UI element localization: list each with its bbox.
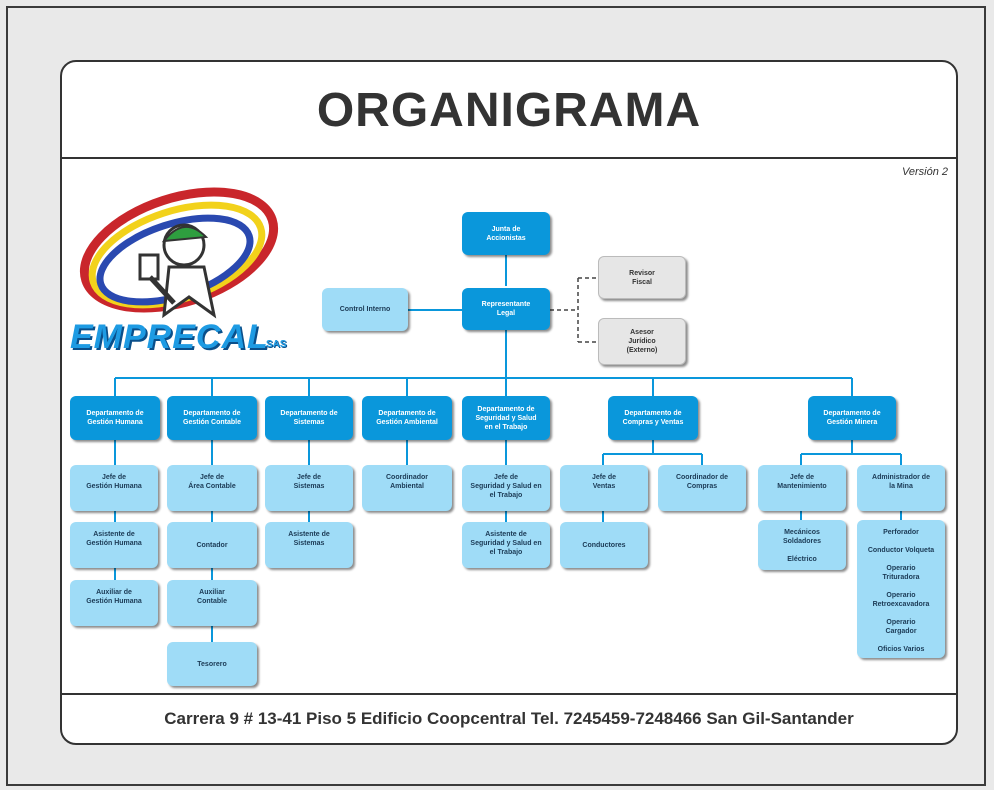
node-oficios-varios: Oficios Varios <box>877 646 925 653</box>
node-dep-sistemas: Departamento de Sistemas <box>265 396 353 440</box>
emprecal-logo-icon <box>79 187 279 319</box>
node-mantenimiento-staff: Mecánicos Soldadores Eléctrico <box>758 520 846 570</box>
node-auxiliar-gestion-humana: Auxiliar de Gestión Humana <box>70 580 158 626</box>
node-jefe-ventas: Jefe de Ventas <box>560 465 648 511</box>
node-jefe-gestion-humana: Jefe de Gestión Humana <box>70 465 158 511</box>
node-perforador: Perforador <box>883 529 919 536</box>
node-asistente-sistemas: Asistente de Sistemas <box>265 522 353 568</box>
node-conductor-volqueta: Conductor Volqueta <box>867 547 935 554</box>
node-dep-gestion-humana: Departamento de Gestión Humana <box>70 396 160 440</box>
node-operario-retroexcavadora: Operario Retroexcavadora <box>872 592 930 608</box>
page-title: ORGANIGRAMA <box>62 62 956 159</box>
node-mina-staff: Perforador Conductor Volqueta Operario T… <box>857 520 945 658</box>
node-control-interno: Control Interno <box>322 288 408 331</box>
node-jefe-seguridad: Jefe de Seguridad y Salud en el Trabajo <box>462 465 550 511</box>
node-mecanicos-soldadores: Mecánicos Soldadores <box>782 529 822 545</box>
node-asistente-gestion-humana: Asistente de Gestión Humana <box>70 522 158 568</box>
node-dep-gestion-ambiental: Departamento de Gestión Ambiental <box>362 396 452 440</box>
node-auxiliar-contable: Auxiliar Contable <box>167 580 257 626</box>
node-junta: Junta de Accionistas <box>462 212 550 255</box>
footer-address: Carrera 9 # 13-41 Piso 5 Edificio Coopce… <box>62 693 956 743</box>
node-dep-compras-ventas: Departamento de Compras y Ventas <box>608 396 698 440</box>
node-jefe-area-contable: Jefe de Área Contable <box>167 465 257 511</box>
company-suffix: SAS <box>266 339 287 350</box>
node-dep-gestion-contable: Departamento de Gestión Contable <box>167 396 257 440</box>
node-operario-trituradora: Operario Trituradora <box>882 565 920 581</box>
node-tesorero: Tesorero <box>167 642 257 686</box>
node-jefe-mantenimiento: Jefe de Mantenimiento <box>758 465 846 511</box>
node-administrador-mina: Administrador de la Mina <box>857 465 945 511</box>
company-name: EMPRECAL <box>70 318 269 356</box>
node-dep-gestion-minera: Departamento de Gestión Minera <box>808 396 896 440</box>
version-label: Versión 2 <box>901 166 948 178</box>
node-dep-seguridad: Departamento de Seguridad y Salud en el … <box>462 396 550 440</box>
node-contador: Contador <box>167 522 257 568</box>
node-asesor-juridico: Asesor Jurídico (Externo) <box>598 318 686 365</box>
node-electrico: Eléctrico <box>787 556 817 563</box>
node-coordinador-compras: Coordinador de Compras <box>658 465 746 511</box>
node-jefe-sistemas: Jefe de Sistemas <box>265 465 353 511</box>
node-operario-cargador: Operario Cargador <box>885 619 917 635</box>
node-conductores: Conductores <box>560 522 648 568</box>
node-coordinador-ambiental: Coordinador Ambiental <box>362 465 452 511</box>
node-asistente-seguridad: Asistente de Seguridad y Salud en el Tra… <box>462 522 550 568</box>
node-revisor-fiscal: Revisor Fiscal <box>598 256 686 299</box>
node-representante: Representante Legal <box>462 288 550 330</box>
